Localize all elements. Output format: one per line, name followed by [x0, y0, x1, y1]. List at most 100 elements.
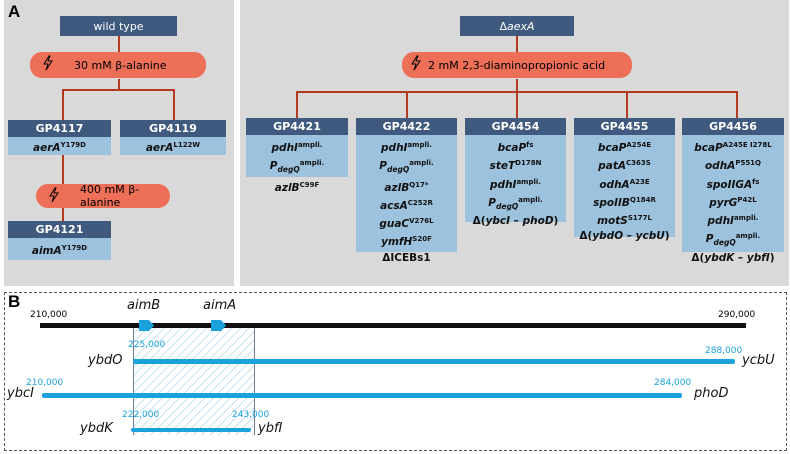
gene: odhA [599, 178, 630, 191]
mutation: fs [752, 177, 760, 186]
mutation-line: azlBQ17* [360, 178, 453, 196]
mutation: Y179D [60, 141, 87, 149]
deletion-right-gene: phoD [694, 386, 729, 401]
genome-bar [40, 323, 746, 328]
deletion-left-gene: ybcI [7, 386, 34, 401]
panel-b-frame [4, 292, 787, 451]
gene: azlB [274, 181, 300, 194]
panel-a-letter: A [8, 2, 21, 21]
gene: guaC [379, 218, 410, 231]
gene: acsA [380, 199, 408, 212]
gene: bcaP [597, 142, 627, 154]
mutation-line: pdhIampli. [469, 175, 562, 193]
deletion-start-coord: 210,000 [26, 378, 64, 388]
connector [406, 91, 408, 118]
deletion-start-coord: 225,000 [128, 340, 166, 350]
strain-box-gp4121: aimAY179D [8, 238, 111, 260]
mutation: A23E [629, 177, 650, 186]
gene: pyrG [709, 196, 738, 209]
treatment-label: 30 mM β-alanine [74, 58, 167, 72]
treatment-label: 2 mM 2,3-diaminopropionic acid [428, 58, 606, 72]
deletion-symbol: ΔICEBs1 [382, 251, 431, 264]
strain-header-gp4422: GP4422 [356, 118, 457, 135]
mutation: Q17* [409, 180, 429, 189]
delta-symbol: Δ [499, 19, 507, 33]
mutation: C363S [625, 159, 651, 168]
wild-type-header: wild type [60, 16, 177, 36]
strain-header-gp4456: GP4456 [682, 118, 784, 135]
strain-header-gp4119: GP4119 [120, 120, 226, 137]
treatment-pill-diaminopropionic-acid: 2 mM 2,3-diaminopropionic acid [402, 52, 632, 78]
connector [118, 79, 120, 90]
mutation: C252R [407, 198, 433, 207]
mutation-line: acsAC252R [360, 196, 453, 214]
mutation-line: pdhIampli. [250, 138, 344, 156]
lightning-icon [43, 55, 53, 71]
mutation-line: spoIIGAfs [686, 175, 780, 193]
promoter-subscript: degQ [713, 238, 736, 248]
treatment-pill-beta-alanine-30: 30 mM β-alanine [30, 52, 206, 78]
deletion-right-gene: ybfI [258, 421, 283, 436]
mutation-line: PdegQampli. [686, 229, 780, 250]
bracket: ) [553, 215, 559, 228]
gene: aexA [506, 19, 535, 33]
gene: spoIIGA [706, 178, 753, 191]
mutation: Q184R [629, 195, 656, 204]
gene: P [705, 233, 714, 246]
mutation: ampli. [516, 177, 541, 186]
mutation-line: azlBC99F [250, 178, 344, 196]
strain-header-gp4454: GP4454 [465, 118, 566, 135]
gene: P [269, 160, 278, 173]
deleted-region: ybdK – ybfI [704, 251, 770, 264]
gene: bcaP [694, 142, 723, 154]
strain-header-gp4455: GP4455 [574, 118, 675, 135]
gene: aerA [32, 142, 61, 154]
mutation-line: pyrGP42L [686, 193, 780, 211]
gene: pdhI [271, 142, 298, 154]
deletion-bar-ybdo-ycbu [133, 359, 735, 364]
gene: ymfH [381, 236, 413, 249]
gene-arrow-aima [211, 320, 226, 331]
deletion-end-coord: 243,000 [232, 410, 270, 420]
bracket: ) [769, 251, 775, 264]
mutation-line: Δ(ybcI – phoD) [469, 214, 562, 229]
connector [626, 91, 628, 118]
mutation-line: PdegQampli. [360, 156, 453, 177]
promoter-subscript: degQ [387, 165, 410, 175]
gene-label-aimb: aimB [127, 298, 161, 313]
deletion-end-coord: 288,000 [705, 346, 743, 356]
gene: P [488, 196, 496, 209]
mutation-line: steTD178N [469, 156, 562, 174]
deleted-region: ybcI – phoD [485, 215, 554, 228]
mutation: V276L [409, 217, 434, 226]
mutation: S177L [627, 214, 652, 223]
connector [62, 154, 64, 184]
mutation: ampli. [518, 195, 543, 204]
mutation: ampli. [407, 141, 432, 149]
gene: odhA [704, 160, 736, 173]
gene: motS [597, 215, 628, 228]
connector [516, 35, 518, 54]
mutation: P42L [737, 195, 757, 204]
mutation: ampli. [733, 214, 759, 223]
mutation: S20F [412, 235, 432, 244]
gene: bcaP [497, 142, 527, 154]
mutation: ampli. [297, 141, 323, 149]
deletion-symbol: Δ( [691, 251, 705, 264]
promoter-subscript: degQ [496, 201, 519, 211]
lightning-icon [411, 55, 421, 71]
gene: pdhI [707, 215, 734, 228]
gene-label-aima: aimA [203, 298, 237, 313]
strain-box-gp4119: aerAL122W [120, 137, 226, 155]
mutation: D178N [515, 159, 542, 168]
mutation-line: pdhIampli. [360, 138, 453, 156]
mutation: A245E I278L [722, 141, 772, 149]
mutation-line: pdhIampli. [686, 211, 780, 229]
mutation: ampli. [299, 159, 325, 168]
genome-end-coord: 290,000 [718, 310, 756, 320]
connector [173, 89, 175, 120]
